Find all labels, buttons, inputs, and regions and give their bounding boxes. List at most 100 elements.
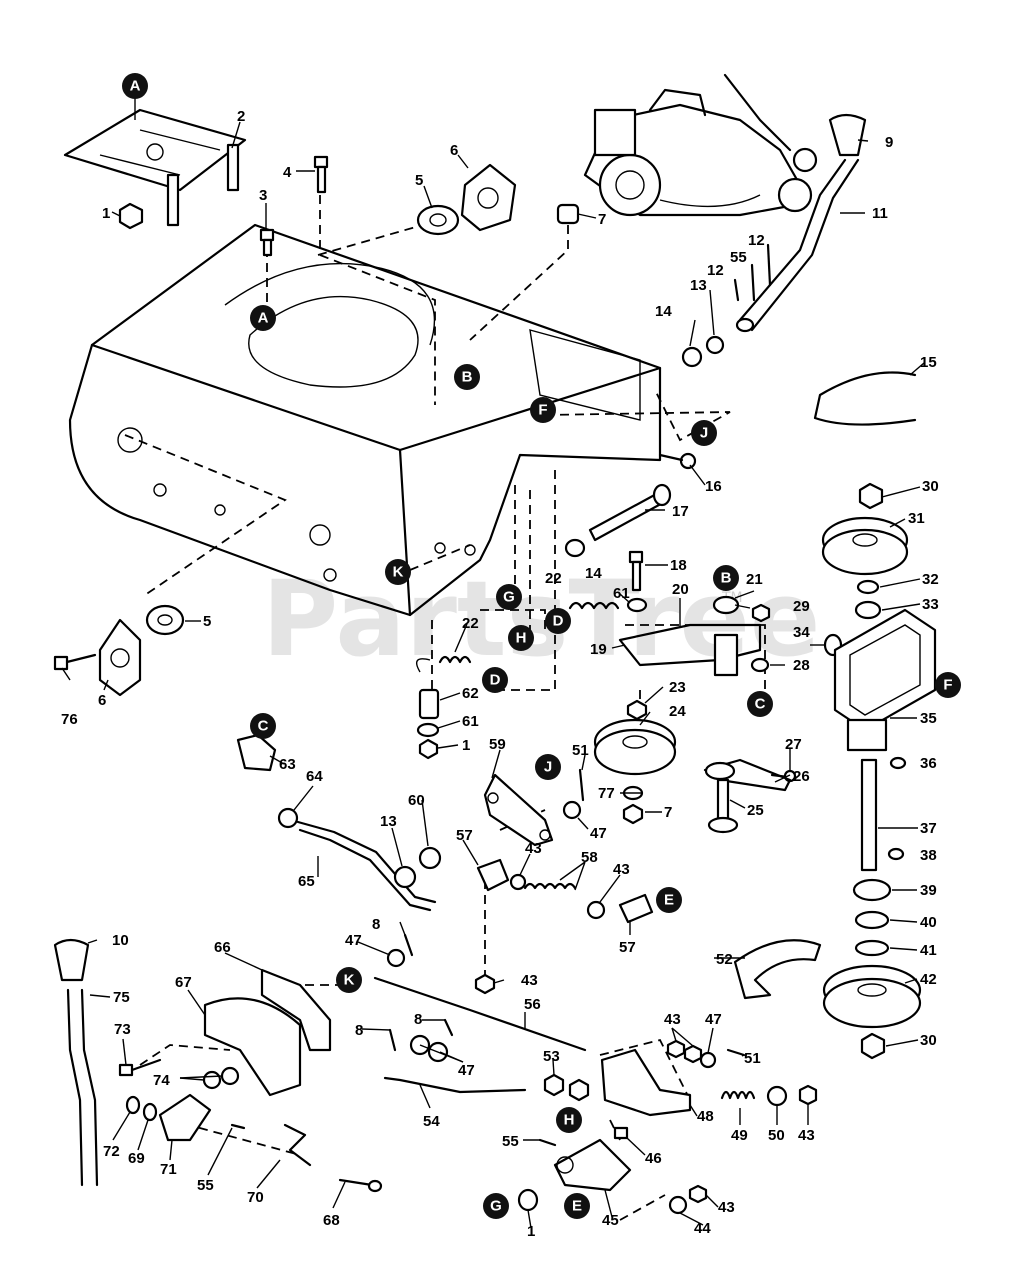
part-number: 16 (705, 478, 722, 495)
part-number: 26 (793, 768, 810, 785)
part-number: 70 (247, 1189, 264, 1206)
part-number: 62 (462, 685, 479, 702)
part-number: 29 (793, 598, 810, 615)
ref-letter: C (755, 696, 766, 713)
part-number: 74 (153, 1072, 170, 1089)
part-number: 11 (872, 205, 888, 222)
ref-letter: C (258, 718, 269, 735)
ref-letter: F (943, 677, 952, 694)
ref-letter: E (664, 892, 674, 909)
part-number: 8 (414, 1011, 422, 1028)
part-number: 46 (645, 1150, 662, 1167)
part-number: 58 (581, 849, 598, 866)
part-number: 7 (664, 804, 672, 821)
part-number: 40 (920, 914, 937, 931)
part-number: 42 (920, 971, 937, 988)
part-number: 73 (114, 1021, 131, 1038)
part-number: 31 (908, 510, 925, 527)
part-number: 77 (598, 785, 615, 802)
part-number: 32 (922, 571, 939, 588)
part-number: 49 (731, 1127, 748, 1144)
part-number: 8 (372, 916, 380, 933)
part-number: 75 (113, 989, 130, 1006)
ref-letter: B (462, 369, 473, 386)
part-number: 56 (524, 996, 541, 1013)
part-number: 43 (718, 1199, 735, 1216)
part-number: 10 (112, 932, 129, 949)
part-number: 43 (521, 972, 538, 989)
part-number: 27 (785, 736, 802, 753)
part-number: 51 (572, 742, 589, 759)
part-number: 55 (730, 249, 747, 266)
part-number: 61 (462, 713, 479, 730)
part-number: 43 (798, 1127, 815, 1144)
part-number: 1 (527, 1223, 535, 1240)
part-number: 12 (707, 262, 724, 279)
part-number: 33 (922, 596, 939, 613)
part-number: 4 (283, 164, 292, 181)
leader-lines (61, 95, 925, 1229)
part-number: 47 (705, 1011, 722, 1028)
part-number: 2 (237, 108, 245, 125)
ref-letter: D (490, 672, 501, 689)
part-number: 25 (747, 802, 764, 819)
part-number: 55 (502, 1133, 519, 1150)
part-number: 14 (655, 303, 672, 320)
part-number: 1 (462, 737, 470, 754)
part-number: 36 (920, 755, 937, 772)
part-number: 30 (920, 1032, 937, 1049)
part-number: 15 (920, 354, 937, 371)
part-number: 5 (203, 613, 211, 630)
part-number: 66 (214, 939, 231, 956)
part-number: 54 (423, 1113, 440, 1130)
part-number: 52 (716, 951, 733, 968)
part-number: 13 (690, 277, 707, 294)
part-number: 53 (543, 1048, 560, 1065)
ref-letter: K (344, 972, 355, 989)
part-number: 68 (323, 1212, 340, 1229)
part-number: 3 (259, 187, 267, 204)
part-number: 37 (920, 820, 937, 837)
part-number: 35 (920, 710, 937, 727)
ref-letter: D (553, 613, 564, 630)
part-number: 20 (672, 581, 689, 598)
ref-letter: G (503, 589, 515, 606)
part-number: 28 (793, 657, 810, 674)
part-number: 47 (458, 1062, 475, 1079)
ref-letter: E (572, 1198, 582, 1215)
part-number: 59 (489, 736, 506, 753)
part-number: 8 (355, 1022, 363, 1039)
part-number: 51 (744, 1050, 761, 1067)
part-number: 23 (669, 679, 686, 696)
part-number: 43 (664, 1011, 681, 1028)
part-number: 13 (380, 813, 397, 830)
part-number: 14 (585, 565, 602, 582)
part-number: 18 (670, 557, 687, 574)
ref-letter: K (393, 564, 404, 581)
ref-letter: J (700, 425, 708, 442)
part-number: 22 (462, 615, 479, 632)
ref-letter: G (490, 1198, 502, 1215)
part-number: 55 (197, 1177, 214, 1194)
part-number: 19 (590, 641, 607, 658)
part-number: 60 (408, 792, 425, 809)
ref-letter: J (544, 759, 552, 776)
part-number: 64 (306, 768, 323, 785)
part-number: 57 (456, 827, 473, 844)
part-number: 30 (922, 478, 939, 495)
part-number: 67 (175, 974, 192, 991)
part-number: 17 (672, 503, 689, 520)
part-number: 71 (160, 1161, 177, 1178)
part-number: 44 (694, 1220, 711, 1237)
part-number: 38 (920, 847, 937, 864)
part-number: 47 (590, 825, 607, 842)
part-number: 69 (128, 1150, 145, 1167)
part-number: 34 (793, 624, 810, 641)
part-number: 24 (669, 703, 686, 720)
ref-letter: H (564, 1112, 575, 1129)
part-number: 6 (98, 692, 106, 709)
parts (53, 108, 937, 1215)
part-number: 7 (598, 211, 606, 228)
part-number: 9 (885, 134, 893, 151)
